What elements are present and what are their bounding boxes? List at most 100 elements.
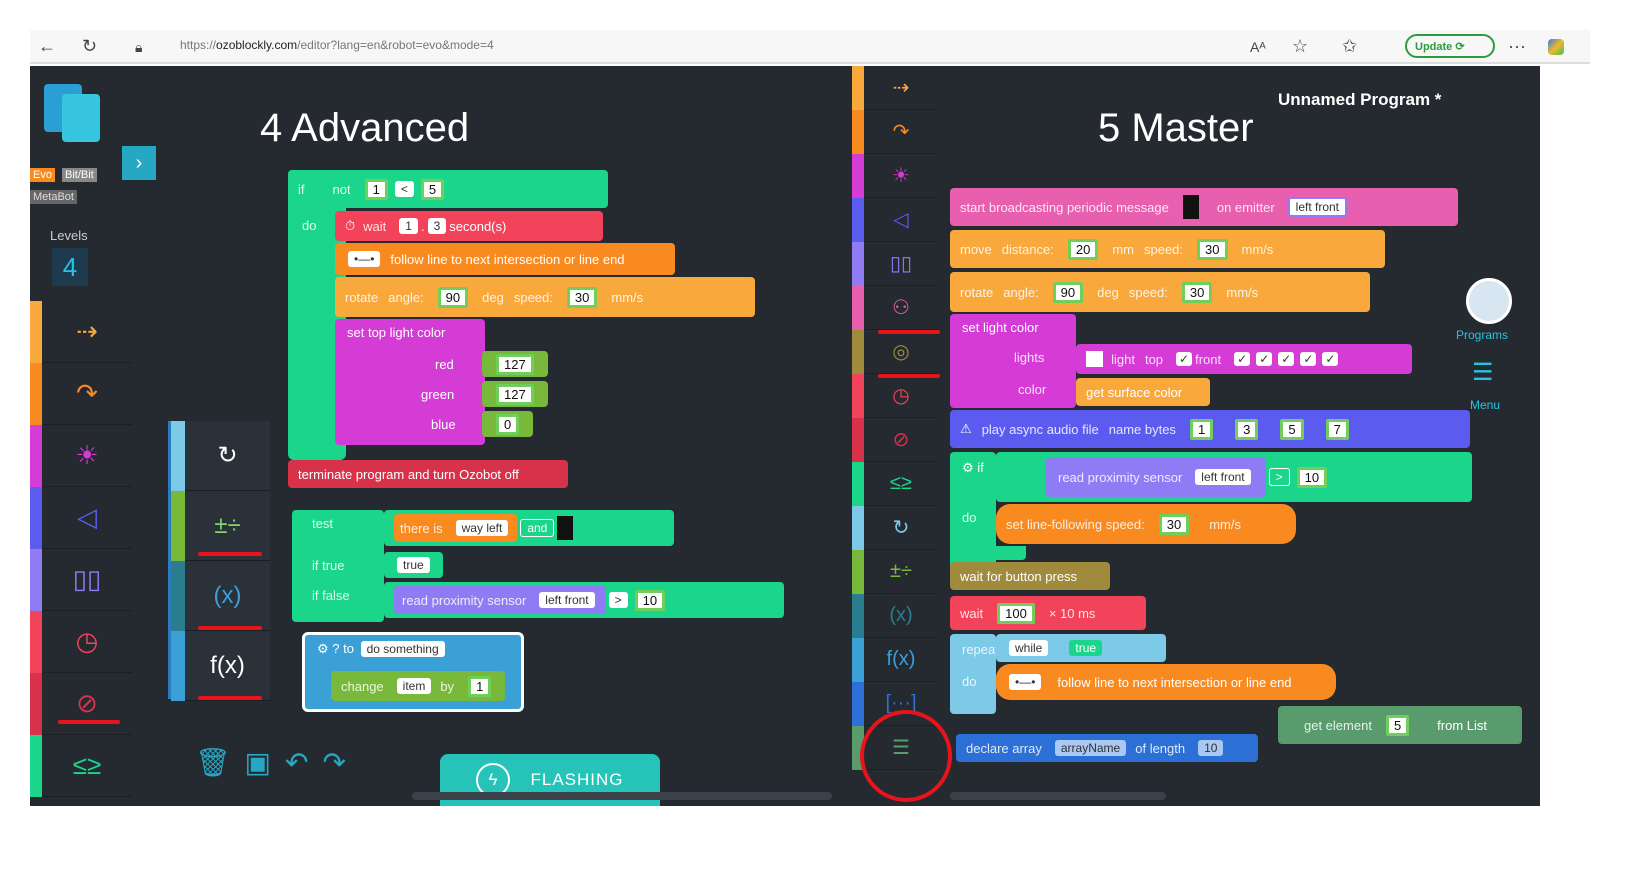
- variable-icon: (x): [864, 594, 938, 638]
- favorite-icon[interactable]: ☆: [1292, 36, 1309, 56]
- category-robot-comm[interactable]: ⚇: [852, 286, 938, 330]
- browser-toolbar: ← ↻ 🔒︎ https://ozoblockly.com/editor?lan…: [30, 30, 1590, 64]
- left-editor: Evo Bit/Bit MetaBot Levels 4 › ⇢↷☀◁▯▯◷⊘≤…: [30, 66, 850, 806]
- horizontal-scrollbar[interactable]: [412, 792, 832, 800]
- timer-icon: ◷: [42, 611, 132, 673]
- category-timer[interactable]: ◷: [852, 374, 938, 418]
- menu-icon[interactable]: ☰: [1472, 359, 1494, 386]
- category-logic[interactable]: ≤≥: [30, 735, 132, 797]
- green-value[interactable]: 127: [482, 381, 548, 407]
- category-timer[interactable]: ◷: [30, 611, 132, 673]
- category-turn[interactable]: ↷: [852, 110, 938, 154]
- programs-label[interactable]: Programs: [1456, 328, 1509, 342]
- follow-line-block[interactable]: •—•follow line to next intersection or l…: [996, 664, 1336, 700]
- category-logic[interactable]: ≤≥: [852, 462, 938, 506]
- math-icon: ±÷: [185, 491, 270, 561]
- category-light[interactable]: ☀: [852, 154, 938, 198]
- trash-icon[interactable]: 🗑︎: [195, 747, 245, 778]
- category-eyes[interactable]: ▯▯: [30, 549, 132, 611]
- category-sound[interactable]: ◁: [30, 487, 132, 549]
- redo-icon[interactable]: ↷: [322, 747, 360, 778]
- levels-label: Levels: [50, 228, 88, 243]
- broadcast-block[interactable]: start broadcasting periodic message on e…: [950, 188, 1458, 226]
- robot-tab-metabot[interactable]: MetaBot: [30, 190, 77, 204]
- highlight-underline: [198, 626, 262, 630]
- reader-icon[interactable]: Aᴬ: [1250, 39, 1266, 55]
- variable-icon: (x): [185, 561, 270, 631]
- arrow-icon: ⇢: [864, 66, 938, 110]
- robot-tab-evo[interactable]: Evo: [30, 168, 55, 182]
- category-stop[interactable]: ⊘: [852, 418, 938, 462]
- true-value[interactable]: true: [384, 552, 443, 578]
- category-eyes[interactable]: ▯▯: [852, 242, 938, 286]
- robot-tab-bit[interactable]: Bit/Bit: [62, 168, 97, 182]
- horizontal-scrollbar[interactable]: [950, 792, 1166, 800]
- extensions-icon[interactable]: ✩: [1342, 36, 1358, 56]
- category-loop[interactable]: ↻: [852, 506, 938, 550]
- turn-icon: ↷: [864, 110, 938, 154]
- update-button[interactable]: Update ⟳: [1405, 34, 1495, 58]
- surface-color-block[interactable]: get surface color: [1076, 378, 1210, 406]
- category-variable[interactable]: (x): [852, 594, 938, 638]
- terminate-block[interactable]: terminate program and turn Ozobot off: [288, 460, 568, 488]
- highlight-underline: [58, 720, 120, 724]
- if-block[interactable]: ⚙ if do: [950, 452, 996, 582]
- level-indicator[interactable]: 4: [52, 248, 88, 286]
- ternary-block[interactable]: test if true if false: [292, 510, 384, 622]
- category-sound[interactable]: ◁: [852, 198, 938, 242]
- category-math[interactable]: ±÷: [171, 491, 270, 561]
- category-arrow[interactable]: ⇢: [852, 66, 938, 110]
- set-light-block[interactable]: set light color lights color: [950, 314, 1076, 408]
- category-arrow[interactable]: ⇢: [30, 301, 132, 363]
- category-surface[interactable]: ◎: [852, 330, 938, 374]
- category-turn[interactable]: ↷: [30, 363, 132, 425]
- category-light[interactable]: ☀: [30, 425, 132, 487]
- back-icon[interactable]: ←: [38, 36, 56, 56]
- menu-label[interactable]: Menu: [1470, 398, 1501, 412]
- red-value[interactable]: 127: [482, 351, 548, 377]
- reload-icon[interactable]: ↻: [82, 36, 98, 56]
- expand-toolbox-button[interactable]: ›: [122, 146, 156, 180]
- repeat-block[interactable]: repeat do: [950, 634, 999, 714]
- more-icon[interactable]: ···: [1508, 36, 1526, 56]
- highlight-underline: [878, 374, 940, 378]
- wait-button-block[interactable]: wait for button press: [950, 562, 1110, 590]
- line-speed-block[interactable]: set line-following speed:30 mm/s: [996, 504, 1296, 544]
- category-function[interactable]: f(x): [171, 631, 270, 701]
- set-light-block[interactable]: set top light color red green blue: [335, 319, 485, 445]
- blue-value[interactable]: 0: [482, 411, 534, 437]
- loop-icon: ↻: [185, 421, 270, 491]
- programs-icon[interactable]: [1466, 278, 1512, 324]
- program-name[interactable]: Unnamed Program *: [1278, 90, 1442, 109]
- copilot-icon[interactable]: [1548, 39, 1564, 55]
- level-title: 5 Master: [1098, 106, 1254, 150]
- address-bar[interactable]: https://ozoblockly.com/editor?lang=en&ro…: [180, 38, 494, 52]
- category-loop[interactable]: ↻: [171, 421, 270, 491]
- category-function[interactable]: f(x): [852, 638, 938, 682]
- highlight-underline: [878, 330, 940, 334]
- follow-line-block[interactable]: •—•follow line to next intersection or l…: [335, 243, 675, 275]
- category-variable[interactable]: (x): [171, 561, 270, 631]
- undo-icon[interactable]: ↶: [285, 747, 323, 778]
- category-stop[interactable]: ⊘: [30, 673, 132, 735]
- robot-selector[interactable]: Evo Bit/Bit MetaBot: [30, 166, 120, 210]
- save-icon[interactable]: ▣: [244, 747, 286, 778]
- ozobot-logo: [44, 84, 104, 144]
- category-math[interactable]: ±÷: [852, 550, 938, 594]
